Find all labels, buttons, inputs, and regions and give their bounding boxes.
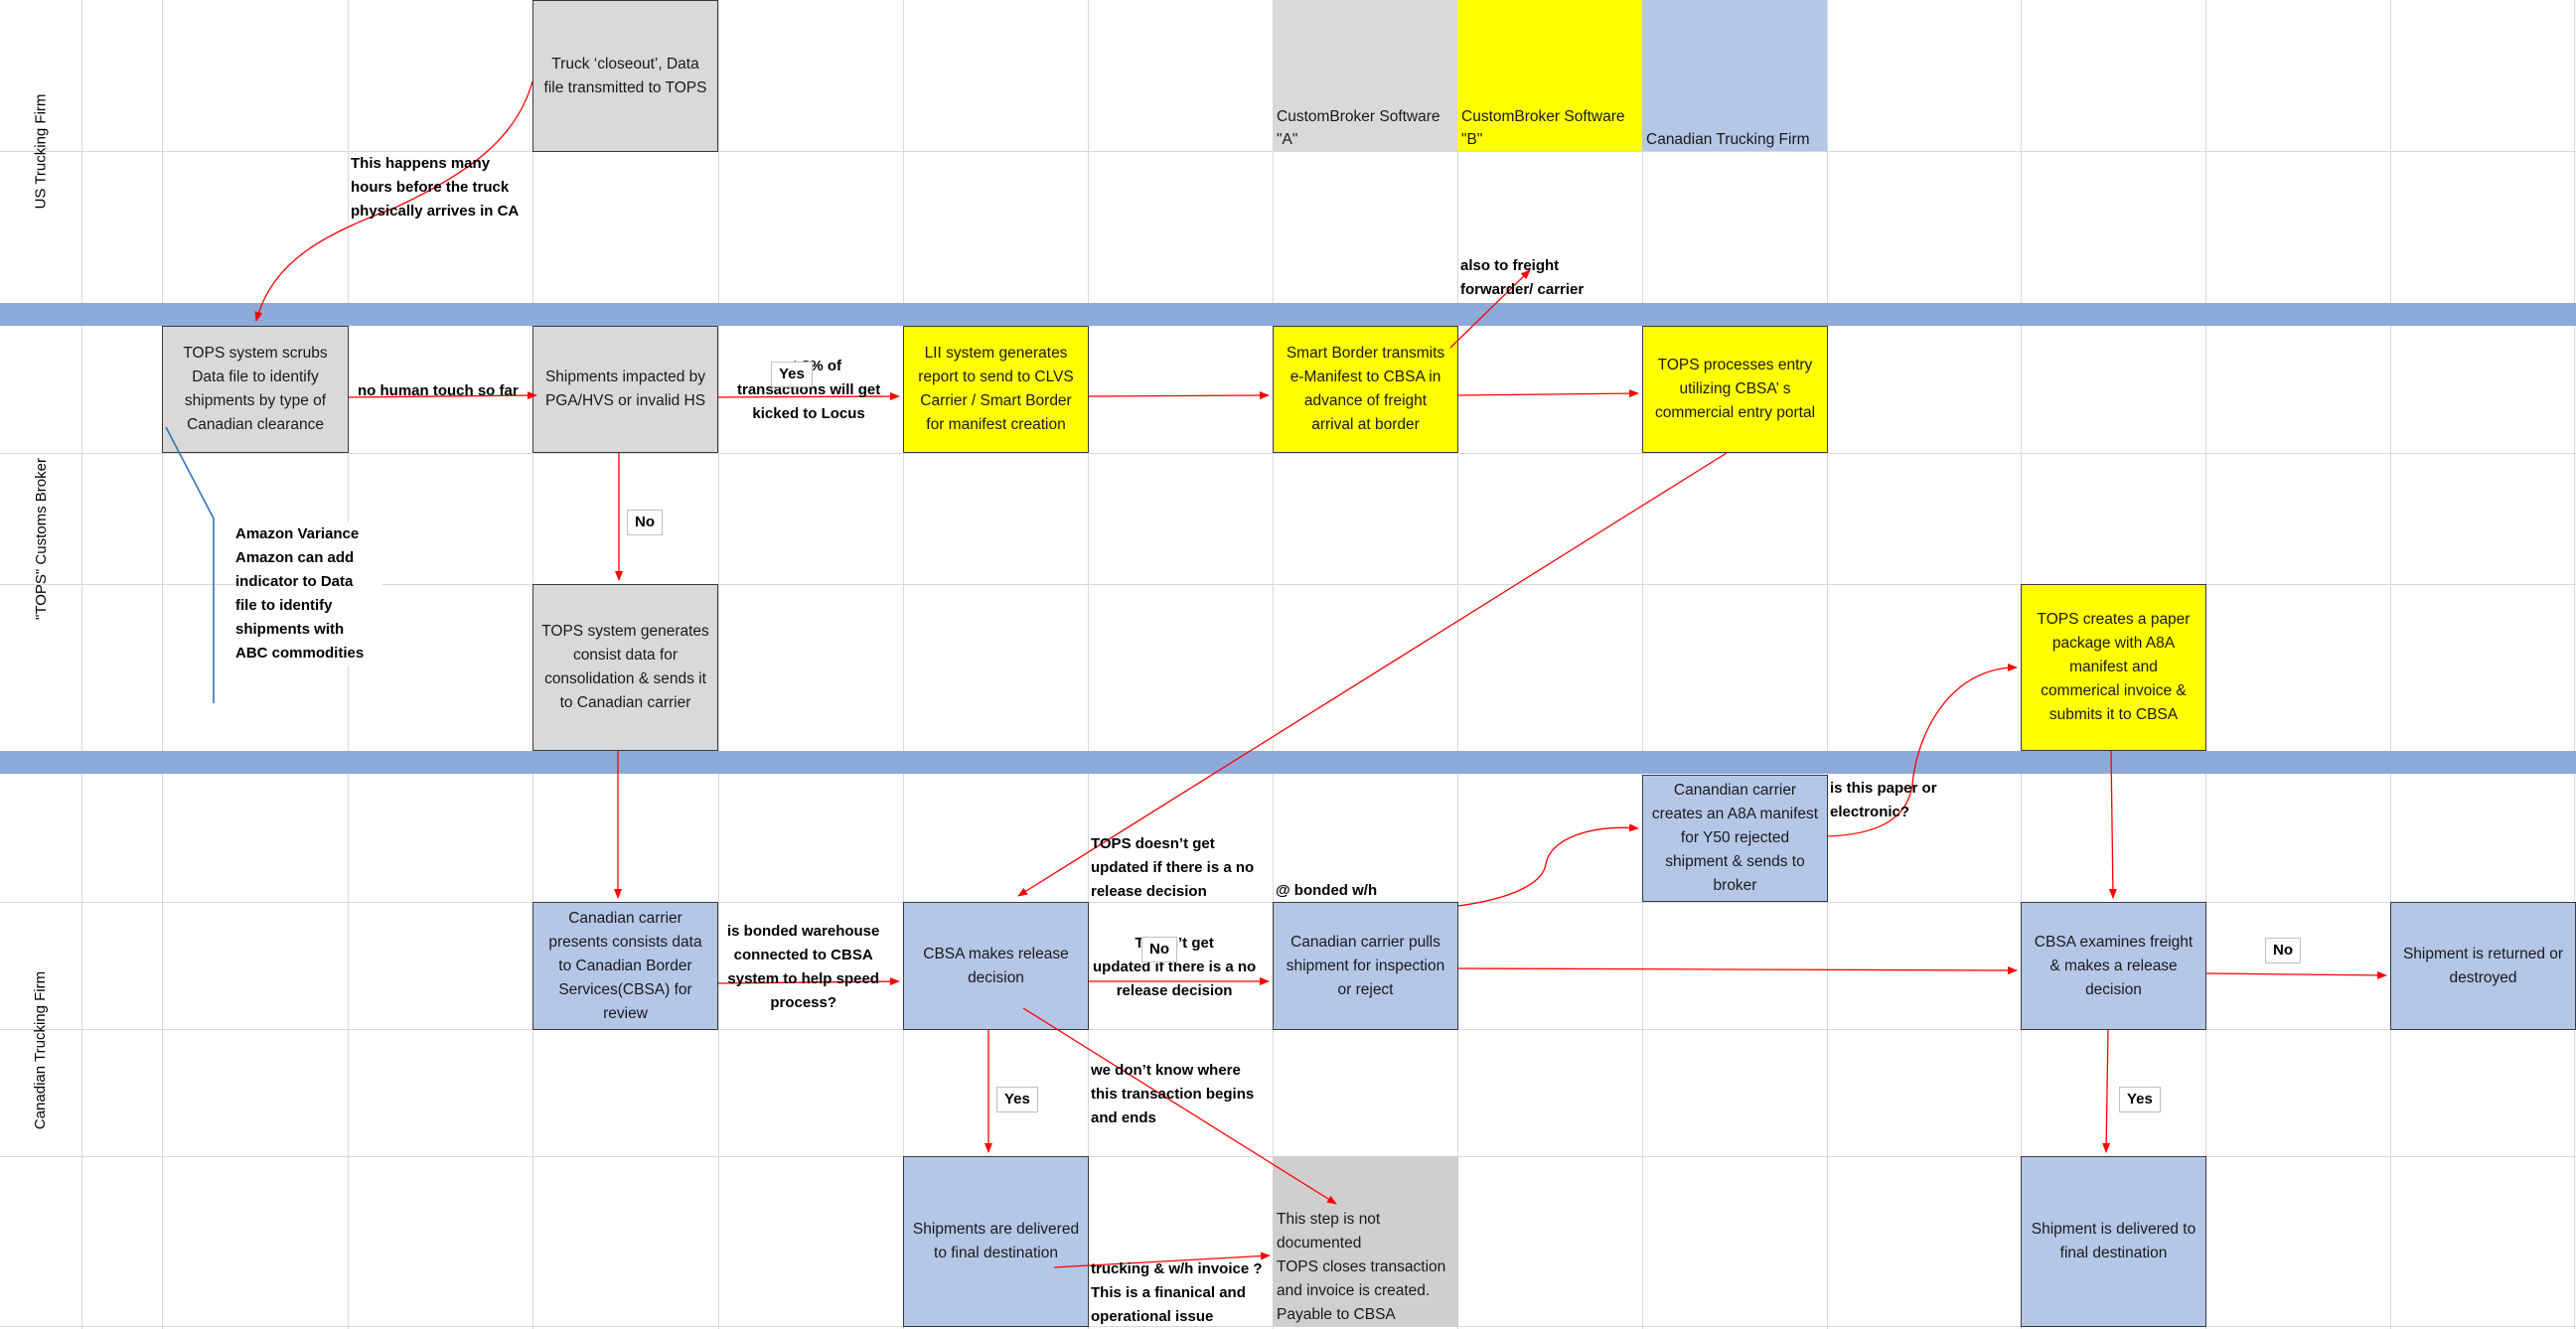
step-text: CBSA makes release decision — [923, 945, 1069, 986]
connector-arrow — [1457, 965, 2018, 974]
note-tops-not-updated-2: TOP n’t get updated if there is a no rel… — [1093, 935, 1257, 999]
step-lii-report: LII system generates report to send to C… — [903, 326, 1089, 453]
step-text: Shipments impacted by PGA/HVS or invalid… — [544, 369, 706, 409]
header-text: CustomBroker Software "A" — [1277, 108, 1440, 148]
step-truck-closeout: Truck ‘closeout’, Data file transmitted … — [532, 0, 718, 152]
step-tops-paper-package: TOPS creates a paper package with A8A ma… — [2021, 584, 2206, 751]
step-not-documented: This step is not documented TOPS closes … — [1273, 1156, 1458, 1327]
note-also-freight: also to freight forwarder/ carrier — [1460, 257, 1585, 298]
step-text: CBSA examines freight & makes a release … — [2034, 933, 2194, 998]
step-text: Shipment is returned or destroyed — [2402, 945, 2564, 986]
header-canadian-trucking: Canadian Trucking Firm — [1642, 0, 1827, 151]
step-text: Canadian carrier pulls shipment for insp… — [1286, 933, 1445, 998]
step-text: Canandian carrier creates an A8A manifes… — [1651, 782, 1819, 894]
header-text: Canadian Trucking Firm — [1646, 131, 1810, 148]
step-tops-scrubs: TOPS system scrubs Data file to identify… — [162, 326, 349, 453]
grid-line — [162, 0, 163, 1329]
connector-arrow — [254, 80, 533, 322]
connector-arrow — [1088, 391, 1270, 400]
grid-line — [1827, 0, 1828, 1329]
step-text: TOPS system generates consist data for c… — [541, 623, 709, 711]
connector-arrow — [1457, 389, 1639, 398]
note-no-human-touch: no human touch so far — [358, 382, 519, 399]
step-text: This step is not documented TOPS closes … — [1277, 1211, 1446, 1323]
grid-line — [1457, 0, 1458, 1329]
decision-tag-yes: Yes — [771, 362, 813, 387]
step-tops-consist: TOPS system generates consist data for c… — [532, 584, 718, 751]
step-text: Shipments are delivered to final destina… — [912, 1221, 1080, 1261]
grid-line — [1273, 0, 1274, 1329]
step-text: Smart Border transmits e-Manifest to CBS… — [1286, 345, 1445, 433]
connector-arrow — [1457, 823, 1639, 907]
decision-tag-no: No — [1141, 937, 1177, 962]
grid-line — [1088, 0, 1089, 1329]
note-paper-or-electronic: is this paper or electronic? — [1830, 780, 1937, 820]
step-delivered-final: Shipments are delivered to final destina… — [903, 1156, 1089, 1327]
grid-line — [718, 0, 719, 1329]
connector-arrow — [2102, 1029, 2111, 1153]
connector-arrow — [1022, 1007, 1337, 1205]
connector-arrow — [1449, 269, 1531, 349]
grid-line — [0, 151, 2576, 152]
step-smart-border: Smart Border transmits e-Manifest to CBS… — [1273, 326, 1458, 453]
connector-arrow — [348, 391, 537, 400]
grid-line — [1642, 0, 1643, 1329]
header-software-a: CustomBroker Software "A" — [1273, 0, 1457, 151]
grid-line — [81, 0, 82, 1329]
step-cbsa-release: CBSA makes release decision — [903, 902, 1089, 1030]
grid-line — [0, 453, 2576, 454]
step-delivered-final-2: Shipment is delivered to final destinati… — [2021, 1156, 2206, 1327]
note-amazon-variance: Amazon Variance Amazon can add indicator… — [235, 522, 382, 665]
grid-line — [903, 0, 904, 1329]
step-cbsa-examines: CBSA examines freight & makes a release … — [2021, 902, 2206, 1030]
connector-arrow — [1017, 452, 1728, 897]
connector-arrow — [717, 392, 900, 401]
lane-separator-band — [0, 751, 2576, 774]
grid-line — [0, 584, 2576, 585]
grid-line — [2390, 0, 2391, 1329]
step-text: Canadian carrier presents consists data … — [548, 909, 702, 1022]
decision-tag-yes: Yes — [996, 1087, 1038, 1112]
connector-arrow — [2205, 970, 2387, 979]
connector-arrow — [2108, 750, 2117, 899]
lane-separator-band — [0, 303, 2576, 326]
decision-tag-no: No — [627, 510, 663, 535]
step-text: TOPS creates a paper package with A8A ma… — [2037, 611, 2191, 723]
connector-arrow — [717, 977, 900, 986]
step-tops-entry: TOPS processes entry utilizing CBSA’ s c… — [1642, 326, 1828, 453]
step-text: Shipment is delivered to final destinati… — [2031, 1221, 2197, 1261]
amazon-variance-bracket — [165, 426, 215, 703]
note-bonded-wh: @ bonded w/h — [1276, 882, 1378, 899]
note-many-hours: This happens many hours before the truck… — [351, 155, 520, 220]
note-dont-know: we don’t know where this transaction beg… — [1091, 1062, 1255, 1126]
step-text: LII system generates report to send to C… — [918, 345, 1074, 433]
header-text: CustomBroker Software "B" — [1461, 108, 1625, 148]
step-shipment-returned: Shipment is returned or destroyed — [2390, 902, 2576, 1030]
connector-arrow — [1053, 1252, 1271, 1268]
header-software-b: CustomBroker Software "B" — [1457, 0, 1642, 151]
step-canadian-presents: Canadian carrier presents consists data … — [532, 902, 718, 1030]
decision-tag-yes: Yes — [2119, 1087, 2161, 1112]
decision-tag-no: No — [2265, 938, 2301, 963]
step-canadian-a8a: Canandian carrier creates an A8A manifes… — [1642, 775, 1828, 902]
step-text: Truck ‘closeout’, Data file transmitted … — [543, 55, 707, 96]
note-tops-not-updated-1: TOPS doesn’t get updated if there is a n… — [1091, 835, 1255, 900]
connector-arrow — [1827, 664, 2018, 837]
note-trucking-invoice: trucking & w/h invoice ? This is a finan… — [1091, 1260, 1263, 1325]
step-text: TOPS system scrubs Data file to identify… — [183, 345, 328, 433]
grid-line — [2574, 0, 2575, 1329]
step-text: TOPS processes entry utilizing CBSA’ s c… — [1654, 357, 1816, 421]
note-bonded-connected: is bonded warehouse connected to CBSA sy… — [727, 923, 880, 1011]
step-canadian-pulls: Canadian carrier pulls shipment for insp… — [1273, 902, 1458, 1030]
step-shipments-impacted: Shipments impacted by PGA/HVS or invalid… — [532, 326, 718, 453]
